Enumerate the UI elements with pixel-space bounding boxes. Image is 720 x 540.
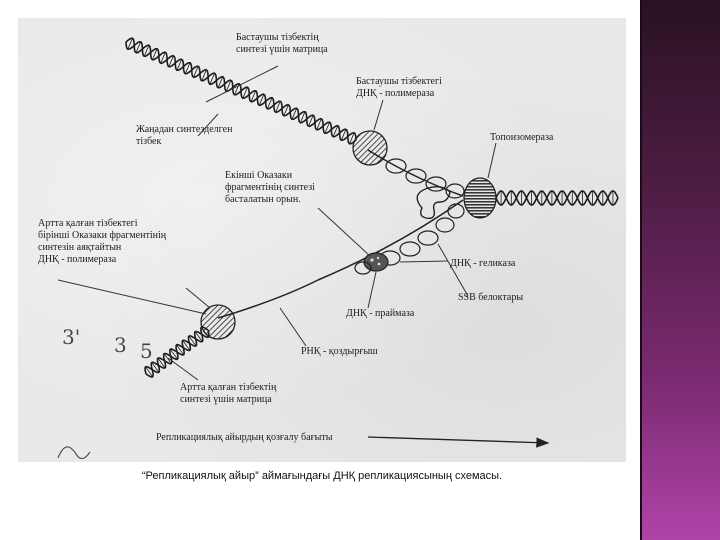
upper-helix-rung: [209, 73, 215, 85]
upper-helix-rung: [291, 108, 298, 120]
sidebar-edge: [640, 0, 642, 540]
lagging-polymerase-shape: [200, 304, 236, 340]
upper-helix-rung: [127, 38, 133, 50]
primase-shape: [354, 252, 389, 275]
upper-helix-rung: [184, 62, 191, 74]
fork-direction-arrow: [367, 436, 550, 448]
upper-helix-rung: [299, 111, 306, 123]
okazaki-strand: [217, 279, 319, 319]
figure-caption: “Репликациялық айыр” аймағындағы ДНҚ реп…: [141, 470, 503, 482]
upper-helix-rung: [324, 122, 330, 134]
handwritten-3-prime: 3': [62, 325, 80, 349]
lower-helix-rung: [188, 335, 197, 347]
upper-helix-rung: [340, 129, 347, 141]
lower-helix-rung: [176, 344, 184, 355]
upper-helix-rung: [143, 45, 150, 57]
parental-helix-strand-B: [495, 190, 619, 206]
label-topoisomerase: Топоизомераза: [490, 132, 554, 143]
label-ssb: SSB белоктары: [458, 292, 523, 303]
upper-helix-rung: [160, 52, 166, 64]
upper-helix-rung: [152, 48, 158, 60]
lower-helix-rung: [157, 357, 166, 369]
upper-helix-rung: [316, 118, 322, 130]
upper-helix-rung: [217, 76, 224, 88]
upper-helix-rung: [242, 87, 248, 99]
upper-helix-rung: [275, 101, 281, 113]
decorative-sidebar: [640, 0, 720, 540]
lower-helix-rung: [194, 331, 203, 342]
upper-helix-rung: [267, 97, 273, 109]
handwritten-3: 3: [114, 333, 127, 357]
upper-helix-rung: [308, 115, 314, 127]
upper-helix-rung: [201, 69, 207, 81]
pen-mark: [57, 446, 91, 460]
upper-helix-rung: [193, 66, 199, 78]
upper-helix-rung: [168, 55, 174, 67]
ssb-proteins-lower: [379, 203, 465, 266]
lower-helix-rung: [145, 366, 153, 377]
leading-polymerase-shape: [352, 130, 388, 166]
label-rna-primer: РНҚ - қоздырғыш: [301, 346, 378, 357]
helicase-shape: [416, 185, 451, 220]
upper-helix-rung: [176, 59, 183, 71]
label-fork-direction: Репликациялық айырдың қозғалу бағыты: [156, 432, 333, 443]
dna-helices: [125, 37, 619, 378]
lower-helix-rung: [170, 349, 178, 360]
lower-helix-strand-B: [144, 329, 210, 375]
upper-helix-rung: [135, 41, 142, 53]
upper-helix-rung: [349, 132, 355, 144]
upper-helix-rung: [250, 90, 257, 102]
upper-helix-rung: [332, 125, 339, 137]
label-primase: ДНҚ - праймаза: [346, 308, 415, 319]
lagging-single-strand: [317, 199, 464, 281]
upper-helix-rung: [225, 80, 232, 92]
label-helicase: ДНҚ - геликаза: [450, 258, 516, 269]
lower-helix-rung: [151, 362, 160, 373]
upper-helix-rung: [258, 94, 265, 106]
topoisomerase-shape: [463, 177, 497, 219]
ssb-proteins-upper: [385, 158, 465, 199]
pointer-lines: [57, 65, 497, 381]
lower-helix-rung: [182, 340, 191, 351]
handwritten-5: 5: [140, 339, 153, 363]
upper-helix-strand-B: [125, 37, 357, 145]
lower-helix-rung: [163, 353, 172, 364]
upper-helix-rung: [283, 104, 289, 116]
